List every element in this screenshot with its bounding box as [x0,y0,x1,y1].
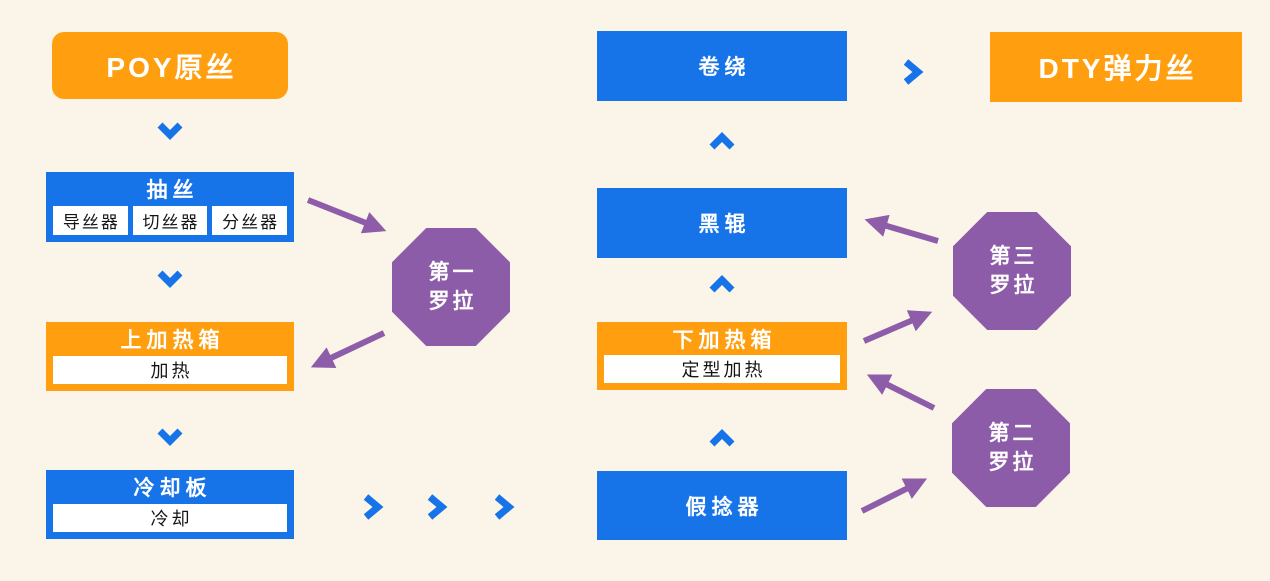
lower-heater-title: 下加热箱 [672,328,777,352]
arrow-roller3-to-black-roller [864,214,939,244]
poy-source-label: POY原丝 [106,51,237,83]
dty-product-node: DTY弹力丝 [990,32,1242,102]
winding-node: 卷绕 [597,31,847,101]
poy-source-node: POY原丝 [52,32,288,99]
chevron-right-icon [494,494,515,520]
dty-product-label: DTY弹力丝 [1038,53,1197,84]
black-roller-node: 黑辊 [597,188,847,258]
roller-1-line2: 罗拉 [428,290,477,313]
arrow-drawing-to-roller1 [306,197,387,234]
upper-heater-node: 上加热箱 加热 [46,322,294,391]
yarn-splitter-cell: 分丝器 [212,206,288,235]
drawing-subrow: 导丝器 切丝器 分丝器 [53,206,288,235]
false-twister-node: 假捻器 [597,471,847,540]
roller-3-node: 第三 罗拉 [953,212,1071,330]
cooling-plate-node: 冷却板 冷却 [46,470,294,539]
upper-heater-sub: 加热 [53,356,287,384]
arrow-lower-heater-to-roller3 [862,310,933,344]
roller-1-node: 第一 罗拉 [392,228,510,346]
roller-3-line1: 第三 [989,244,1038,268]
chevron-down-icon [157,122,183,140]
cooling-plate-sub: 冷却 [53,504,287,532]
false-twister-label: 假捻器 [685,495,764,519]
chevron-up-icon [709,429,735,447]
drawing-node: 抽丝 导丝器 切丝器 分丝器 [46,172,294,242]
yarn-guide-cell: 导丝器 [53,206,128,235]
upper-heater-title: 上加热箱 [120,329,225,352]
drawing-title: 抽丝 [146,179,199,202]
chevron-down-icon [157,270,183,288]
chevron-down-icon [157,428,183,446]
chevron-right-icon [903,59,924,85]
roller-2-line1: 第二 [988,421,1037,445]
winding-label: 卷绕 [698,56,751,79]
roller-1-line1: 第一 [428,260,477,284]
chevron-up-icon [709,132,735,150]
lower-heater-sub: 定型加热 [604,355,840,383]
arrow-roller2-to-lower-heater [866,374,936,411]
roller-2-node: 第二 罗拉 [952,389,1070,507]
arrow-false-twister-to-roller2 [860,478,928,514]
chevron-right-icon [427,494,448,520]
roller-3-line2: 罗拉 [989,274,1038,297]
chevron-up-icon [709,275,735,293]
yarn-cutter-cell: 切丝器 [132,206,208,235]
chevron-right-icon [363,494,384,520]
roller-2-line2: 罗拉 [988,451,1037,474]
arrow-roller1-to-upper-heater [310,330,386,369]
cooling-plate-title: 冷却板 [133,477,212,500]
black-roller-label: 黑辊 [698,213,751,236]
lower-heater-node: 下加热箱 定型加热 [597,322,847,390]
